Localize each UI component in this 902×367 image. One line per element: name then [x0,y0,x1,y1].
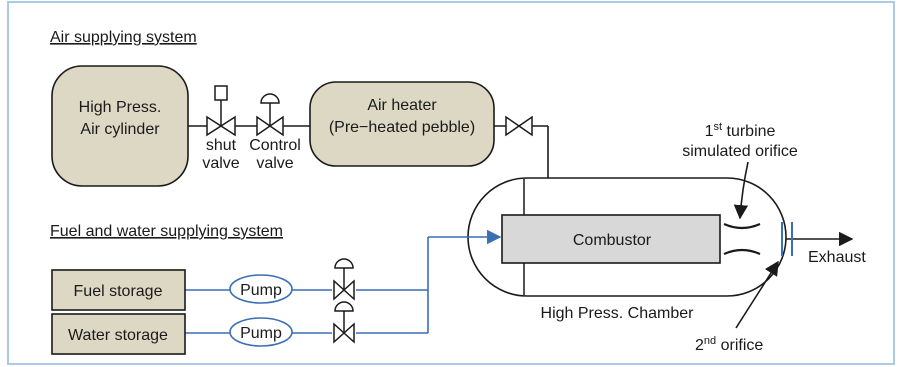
heater-outlet-valve-icon [505,115,533,137]
shut-valve-label-1: shut [206,137,237,154]
first-orifice-sup: st [713,121,722,133]
fuel-water-system-title: Fuel and water supplying system [50,223,283,240]
first-orifice-num: 1 [705,123,714,140]
air-cylinder-label-2: Air cylinder [80,121,160,138]
second-orifice-sup: nd [704,335,716,347]
first-orifice-pointer [733,161,749,220]
shut-valve-icon [206,85,236,137]
control-valve-label-1: Control [249,137,301,154]
water-storage-label: Water storage [68,327,168,344]
second-orifice-icon [781,222,793,256]
fuel-control-valve-icon [333,258,355,301]
combustor-box [501,214,721,264]
combustor-label: Combustor [573,232,652,249]
second-orifice-num: 2 [695,337,704,354]
water-storage-box [51,313,186,355]
second-orifice-label: 2nd orifice [695,335,763,354]
second-orifice-rest: orifice [716,337,763,354]
air-heater-tank [309,81,495,167]
fuel-pump-icon [229,274,293,304]
fuel-storage-box [51,269,186,311]
first-orifice-label-1: 1st turbine [705,121,776,140]
water-pump-icon [229,317,293,347]
first-orifice-label-2: simulated orifice [682,143,798,160]
air-heater-label-2: (Pre−heated pebble) [329,119,475,136]
air-cylinder-tank [51,65,189,187]
air-heater-label-1: Air heater [367,97,437,114]
first-orifice-icon [723,222,761,256]
control-valve-icon [256,93,284,137]
shut-valve-label-2: valve [202,155,239,172]
chamber-label: High Press. Chamber [541,305,695,322]
second-orifice-pointer [735,260,779,329]
air-cylinder-label-1: High Press. [79,99,162,116]
air-system-title: Air supplying system [50,29,197,46]
water-pump-label: Pump [240,325,282,342]
control-valve-label-2: valve [256,155,293,172]
fuel-pump-label: Pump [240,282,282,299]
figure-frame [7,1,895,365]
fuel-storage-label: Fuel storage [74,283,163,300]
exhaust-label: Exhaust [808,249,866,266]
fuel-water-pipes [185,237,429,334]
first-orifice-rest: turbine [722,123,775,140]
water-control-valve-icon [333,301,355,344]
